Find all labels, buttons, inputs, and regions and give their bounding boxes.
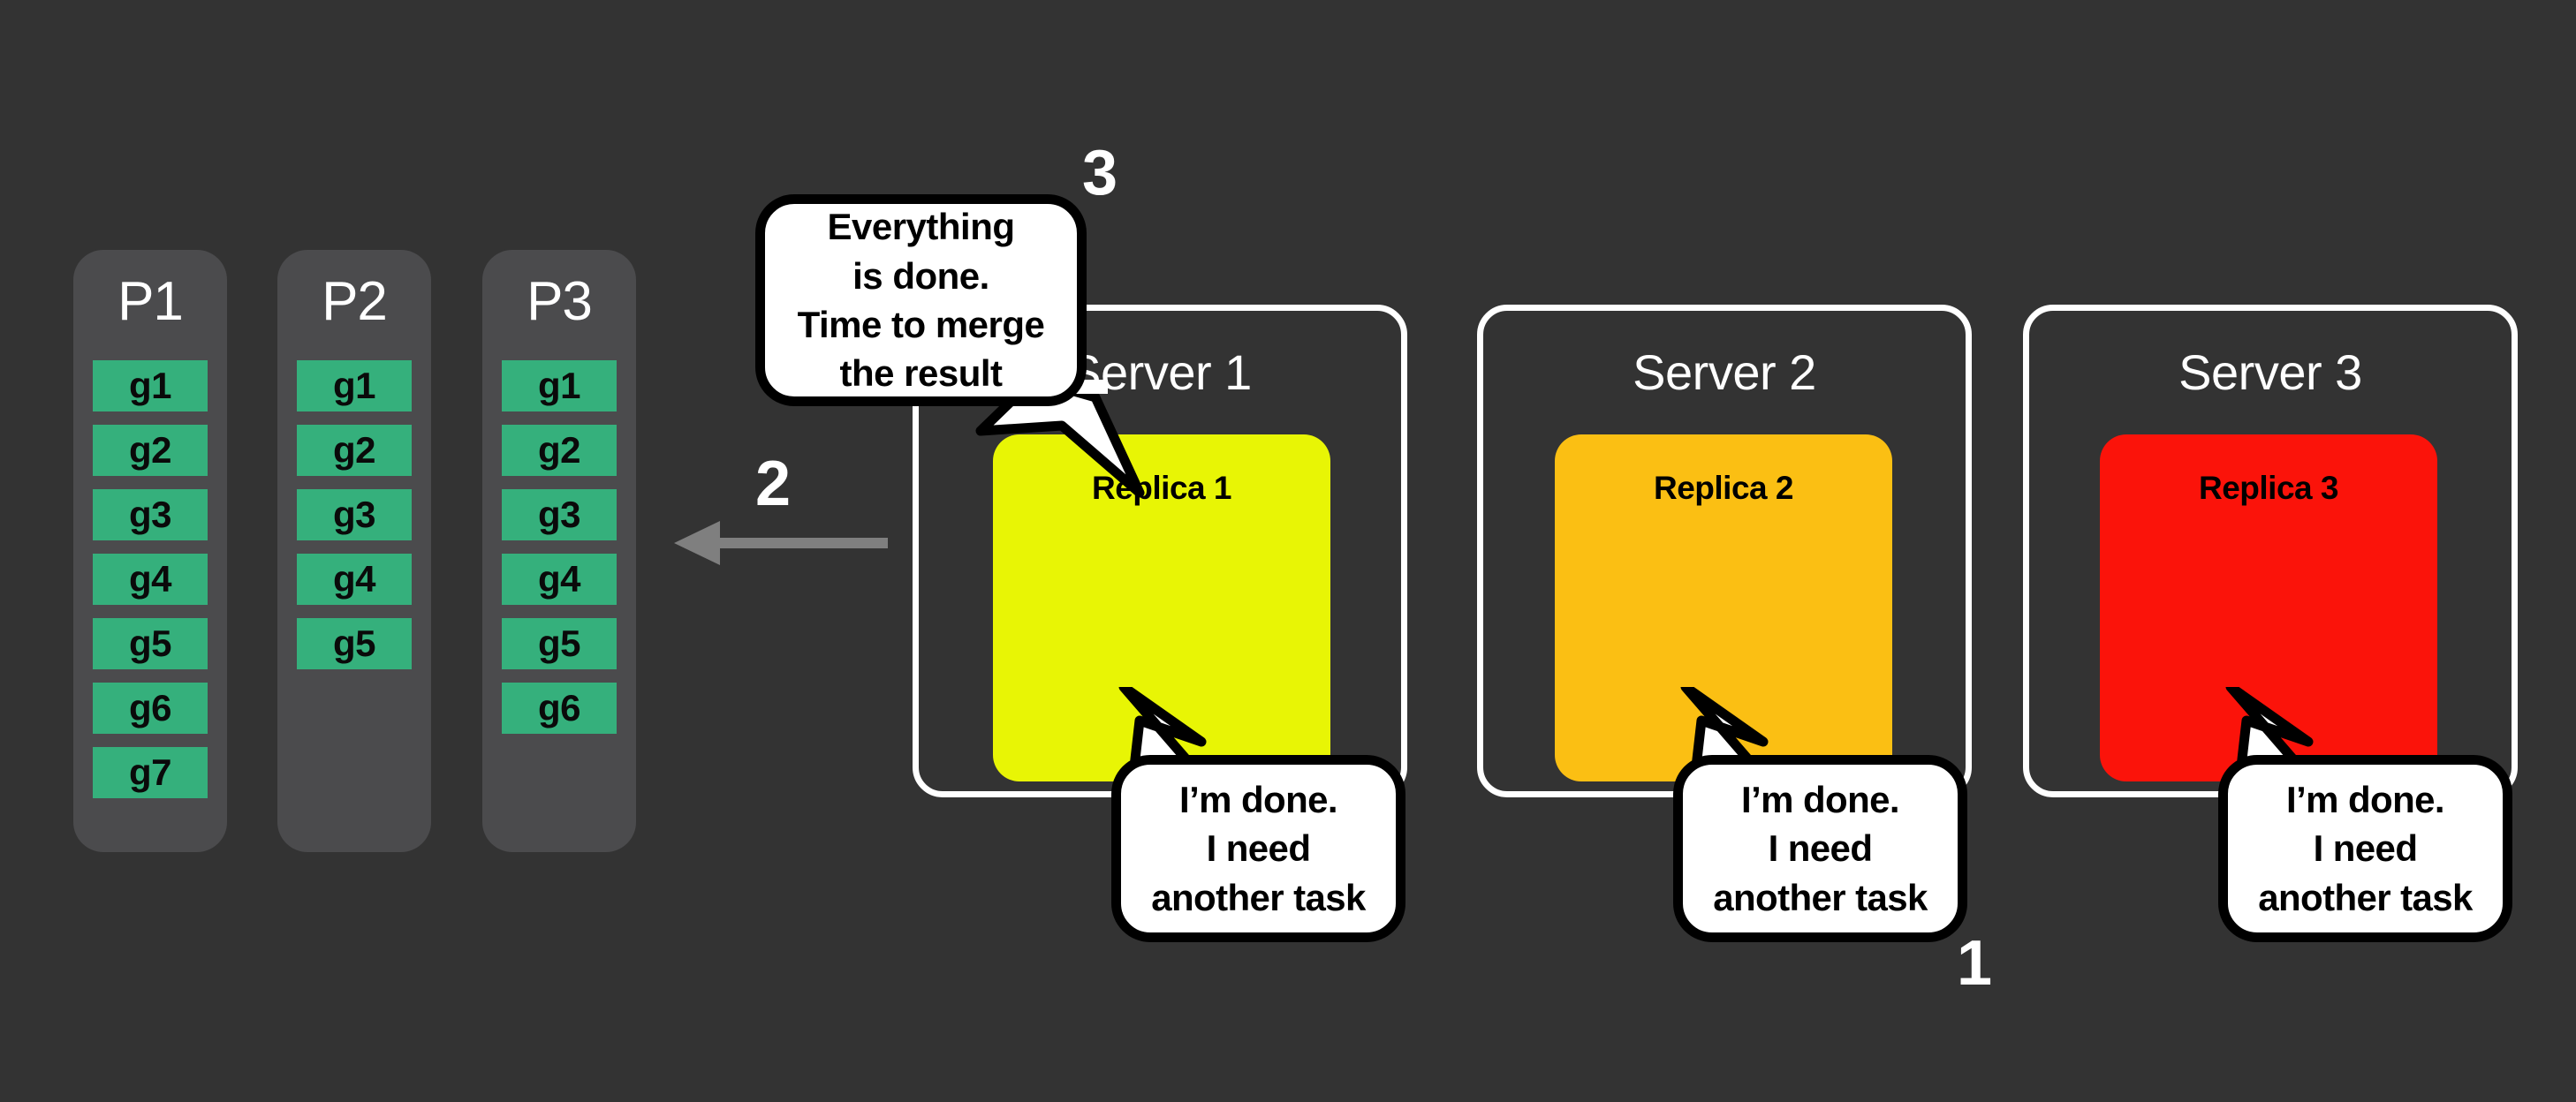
group-chip: g4 [502, 554, 617, 605]
group-chip: g1 [297, 360, 412, 411]
done-bubble-1-line-1: I’m done. [1179, 778, 1338, 820]
step-number-2: 2 [755, 449, 791, 519]
group-chip: g2 [297, 425, 412, 476]
group-chip: g2 [502, 425, 617, 476]
merge-bubble-line-3: Time to merge [797, 304, 1045, 345]
replica-2-box: Replica 2 [1555, 434, 1892, 781]
partition-p2-title: P2 [322, 271, 388, 332]
partition-p1-title: P1 [117, 271, 184, 332]
merge-arrow [667, 512, 888, 574]
group-chip: g4 [93, 554, 208, 605]
done-bubble-3-line-3: another task [2258, 876, 2473, 918]
done-speech-bubble-2: I’m done. I need another task [1673, 755, 1967, 942]
arrow-left-icon [674, 521, 888, 565]
done-bubble-3-line-1: I’m done. [2286, 778, 2445, 820]
group-chip: g2 [93, 425, 208, 476]
server-3-title: Server 3 [2178, 344, 2362, 400]
merge-bubble-line-4: the result [839, 352, 1003, 395]
group-chip: g3 [297, 489, 412, 540]
group-chip: g5 [502, 618, 617, 669]
group-chip: g3 [93, 489, 208, 540]
step-number-1: 1 [1957, 928, 1992, 999]
done-bubble-2-line-1: I’m done. [1741, 778, 1900, 820]
replica-1-label: Replica 1 [1092, 470, 1231, 506]
partition-p3: P3 g1 g2 g3 g4 g5 g6 [482, 250, 636, 852]
group-chip: g5 [297, 618, 412, 669]
merge-speech-bubble: Everything is done. Time to merge the re… [755, 194, 1087, 406]
replica-3-box: Replica 3 [2100, 434, 2437, 781]
merge-bubble-line-2: is done. [852, 254, 989, 297]
group-chip: g4 [297, 554, 412, 605]
group-chip: g5 [93, 618, 208, 669]
replica-1-box: Replica 1 [993, 434, 1330, 781]
group-chip: g7 [93, 747, 208, 798]
partition-p1-chip-stack: g1 g2 g3 g4 g5 g6 g7 [93, 360, 208, 811]
done-bubble-1-line-3: another task [1151, 876, 1366, 918]
done-speech-bubble-1: I’m done. I need another task [1111, 755, 1405, 942]
done-speech-bubble-3: I’m done. I need another task [2218, 755, 2512, 942]
group-chip: g3 [502, 489, 617, 540]
replica-3-label: Replica 3 [2199, 470, 2338, 506]
group-chip: g1 [502, 360, 617, 411]
done-bubble-2-line-2: I need [1768, 827, 1873, 870]
replica-2-label: Replica 2 [1654, 470, 1793, 506]
group-chip: g6 [93, 683, 208, 734]
group-chip: g1 [93, 360, 208, 411]
group-chip: g6 [502, 683, 617, 734]
server-2-title: Server 2 [1633, 344, 1816, 400]
partition-p3-chip-stack: g1 g2 g3 g4 g5 g6 [502, 360, 617, 747]
done-bubble-3-line-2: I need [2313, 827, 2418, 870]
partition-p2: P2 g1 g2 g3 g4 g5 [277, 250, 431, 852]
done-bubble-2-line-3: another task [1713, 876, 1928, 918]
partition-p2-chip-stack: g1 g2 g3 g4 g5 [297, 360, 412, 683]
done-bubble-1-line-2: I need [1206, 827, 1311, 870]
step-number-3: 3 [1082, 138, 1118, 208]
partition-p3-title: P3 [527, 271, 593, 332]
partition-p1: P1 g1 g2 g3 g4 g5 g6 g7 [73, 250, 227, 852]
merge-bubble-line-1: Everything [827, 206, 1015, 248]
